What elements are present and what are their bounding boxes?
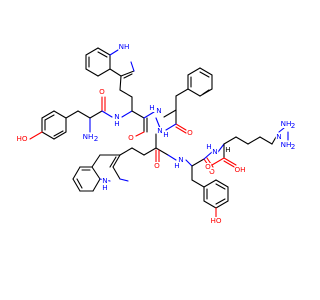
atom-label-background: [280, 120, 292, 128]
atom-label-o-amide4: O: [154, 161, 160, 170]
atom-label-h-indole2: H: [102, 183, 107, 192]
atom-label-nh2-guan2: NH: [281, 140, 292, 149]
atom-label-background: [98, 88, 106, 96]
atom-label-n-amide1: N: [114, 112, 119, 121]
atom-label-background: [148, 104, 156, 112]
atom-label-background: [205, 143, 213, 151]
atom-label-o-tyr1: O: [99, 87, 105, 96]
atom-label-background: [82, 133, 94, 141]
atom-label-h-amide3: H: [163, 130, 168, 139]
atom-label-chiral-h: H: [225, 145, 230, 154]
atom-label-background: [101, 177, 109, 185]
tyrosine-2: [185, 151, 229, 218]
atom-label-background: [153, 162, 161, 170]
atom-label-background: [280, 141, 292, 149]
atom-label-ho-tyr1: HO: [16, 134, 27, 143]
atom-label-nh2-guan1: NH: [281, 119, 292, 128]
atom-label-background: [113, 113, 121, 121]
atom-label-ho-tyr2: HO: [210, 216, 221, 225]
atom-label-n-amide5: N: [212, 147, 217, 156]
atom-label-o-amide3: O: [187, 128, 193, 137]
atom-label-o-amide5: O: [209, 167, 215, 176]
atom-label-background: [211, 148, 219, 156]
atom-label-n-amide2: N: [156, 106, 161, 115]
atom-label-background: [177, 156, 185, 164]
atom-label-h-amide5: H: [206, 142, 211, 151]
atom-label-h-amide1: H: [114, 119, 119, 128]
atom-label-o-acid: O: [205, 162, 211, 171]
atom-label-background: [224, 146, 232, 154]
atom-label-background: [113, 120, 121, 128]
atom-label-nh-indole1: NH: [119, 42, 130, 51]
tyrosine-1-ring: [29, 110, 79, 140]
atom-label-background: [155, 107, 163, 115]
atom-label-nh2-guan2-sub: 2: [291, 142, 296, 151]
tryptophan-1: [85, 47, 155, 137]
atom-label-n-amide4: N: [178, 155, 183, 164]
atom-label-background: [162, 131, 170, 139]
atom-label-nh2-tyr1: NH: [83, 132, 94, 141]
tryptophan-2: [72, 133, 177, 192]
atom-label-o-amide2: O: [128, 133, 134, 142]
arginine: [211, 127, 289, 169]
atom-label-n-amide3: N: [157, 126, 162, 135]
atom-label-background: [127, 134, 135, 142]
atom-label-h-amide2: H: [149, 103, 154, 112]
atom-label-background: [210, 217, 222, 225]
atom-label-background: [234, 166, 246, 174]
atom-label-background: [101, 184, 109, 192]
atom-label-n-guan: N: [276, 132, 281, 141]
atom-label-background: [186, 129, 194, 137]
atom-label-background: [204, 163, 212, 171]
atom-label-background: [173, 162, 181, 170]
atom-label-nh-indole2: N: [102, 176, 107, 185]
phenylalanine: [155, 67, 213, 134]
tyrosine-1-backbone: [77, 96, 113, 133]
atom-label-background: [156, 127, 164, 135]
atom-label-background: [208, 168, 216, 176]
atom-label-background: [275, 133, 283, 141]
atom-label-h-amide4: H: [174, 161, 179, 170]
atom-label-nh2-guan1-sub: 2: [291, 121, 296, 130]
atom-label-background: [16, 135, 28, 143]
atom-label-oh-acid: OH: [234, 165, 245, 174]
atom-label-background: [118, 43, 130, 51]
atom-label-nh2-tyr1-sub: 2: [94, 134, 99, 143]
